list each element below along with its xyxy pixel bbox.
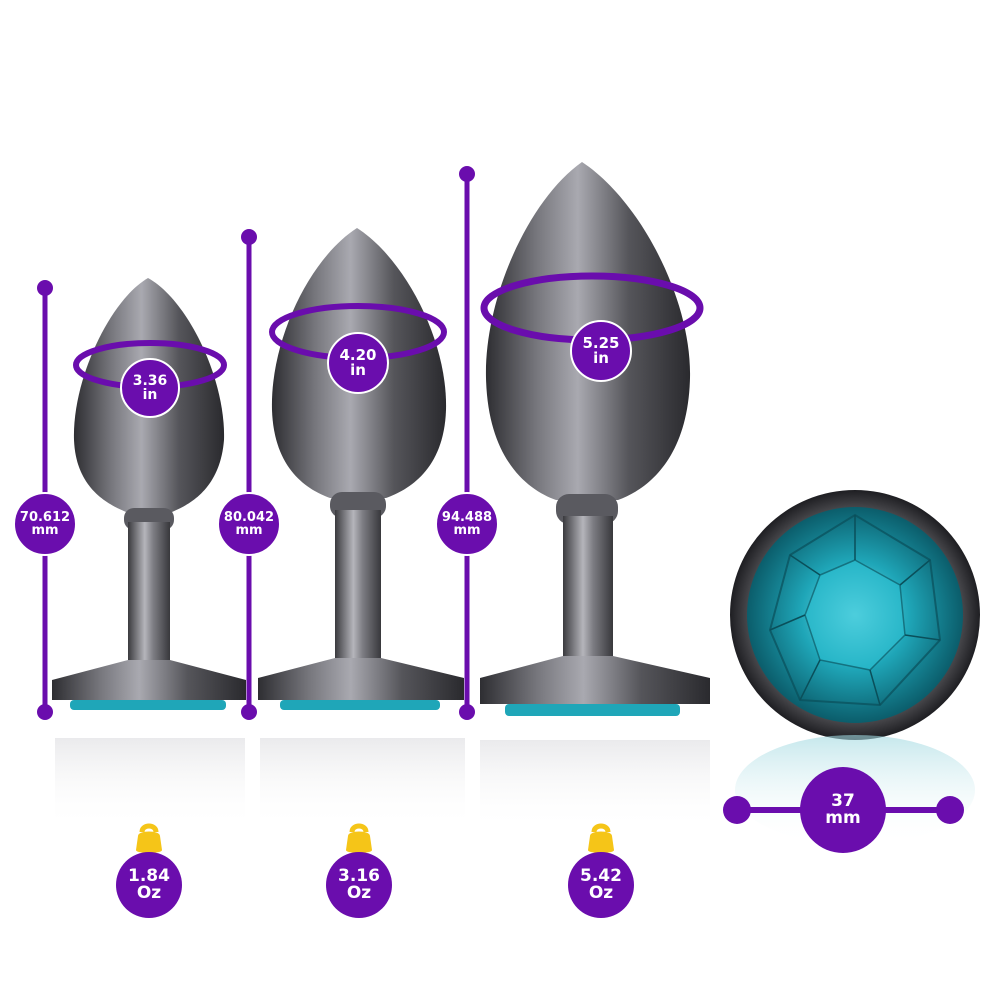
weight-unit: Oz <box>346 883 372 903</box>
circumference-unit: in <box>593 349 609 367</box>
kettlebell-icon <box>588 823 614 853</box>
length-value: 80.042 <box>223 510 275 525</box>
length-unit: mm <box>31 523 59 538</box>
product-large <box>459 162 710 830</box>
length-value: 94.488 <box>441 510 493 525</box>
diameter-value: 37 <box>831 791 855 811</box>
circumference-unit: in <box>350 361 366 379</box>
length-unit: mm <box>453 523 481 538</box>
weight-value: 3.16 <box>338 866 380 886</box>
weight-value: 1.84 <box>128 866 170 886</box>
kettlebell-icon <box>136 823 162 853</box>
circumference-unit: in <box>142 387 158 403</box>
length-badge-large: 94.488 mm <box>435 492 499 556</box>
weight-unit: Oz <box>136 883 162 903</box>
circumference-value: 5.25 <box>582 334 620 352</box>
weight-badge-small: 1.84 Oz <box>116 852 182 918</box>
weight-badge-large: 5.42 Oz <box>568 852 634 918</box>
circumference-badge-medium: 4.20 in <box>327 332 389 394</box>
circumference-value: 4.20 <box>339 346 377 364</box>
kettlebell-icon <box>346 823 372 853</box>
weight-unit: Oz <box>588 883 614 903</box>
diameter-badge: 37 mm <box>800 767 886 853</box>
product-medium <box>241 228 465 828</box>
length-value: 70.612 <box>19 510 71 525</box>
gem-base-view <box>723 490 980 845</box>
weight-value: 5.42 <box>580 866 622 886</box>
length-badge-small: 70.612 mm <box>13 492 77 556</box>
length-unit: mm <box>235 523 263 538</box>
circumference-badge-large: 5.25 in <box>570 320 632 382</box>
diameter-unit: mm <box>825 808 861 828</box>
length-badge-medium: 80.042 mm <box>217 492 281 556</box>
weight-badge-medium: 3.16 Oz <box>326 852 392 918</box>
circumference-value: 3.36 <box>132 373 168 389</box>
circumference-badge-small: 3.36 in <box>120 358 180 418</box>
